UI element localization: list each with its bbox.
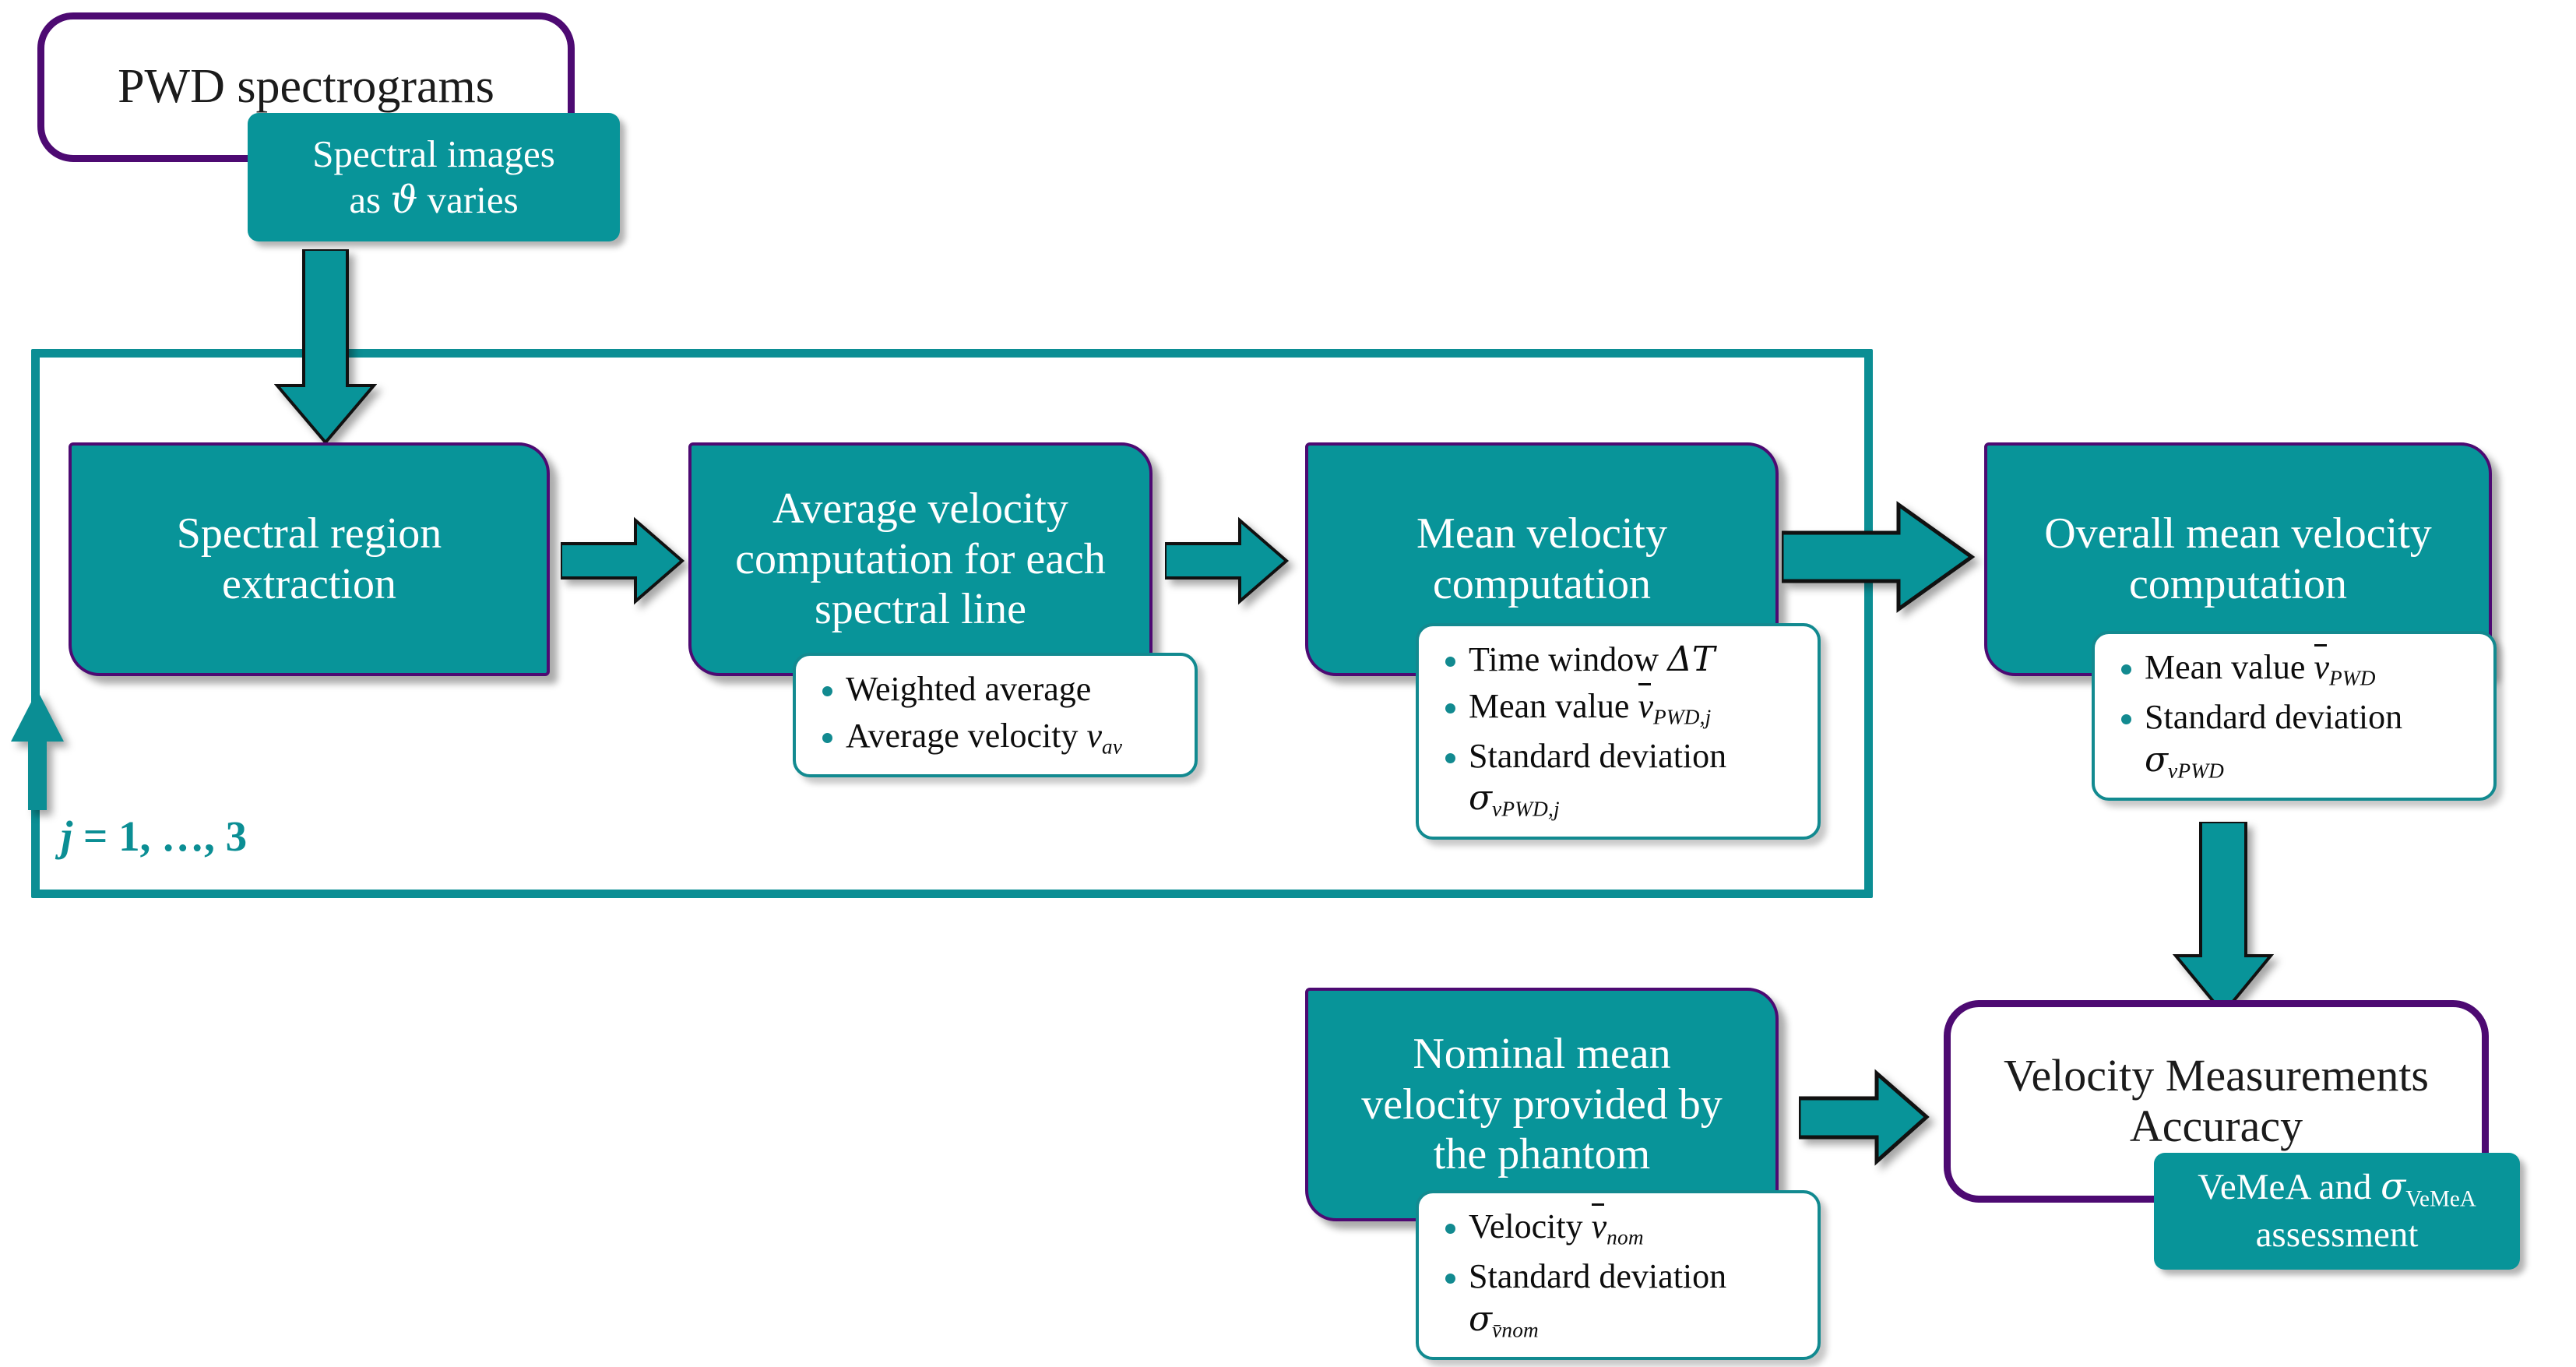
step2-line3: spectral line — [814, 585, 1027, 634]
sigma-symbol: σ — [1469, 1298, 1493, 1339]
nominal-line1: Nominal mean — [1413, 1029, 1671, 1078]
note-step3-item-2: Mean value vPWD,j — [1434, 683, 1800, 731]
note-step3-continuation: σvPWD,j — [1434, 778, 1800, 822]
end-chip-line1: VeMeA and σVeMeA — [2198, 1165, 2476, 1212]
loop-variable: j — [61, 812, 73, 860]
v-bar-symbol: v — [1592, 1203, 1606, 1248]
note-nominal: Velocity vnom Standard deviation σv̄nom — [1416, 1190, 1821, 1361]
arrow-up-loopback — [11, 690, 64, 810]
v-bar-symbol: v — [1638, 683, 1653, 728]
process-average-velocity-computation: Average velocity computation for each sp… — [688, 442, 1153, 676]
start-chip-line2: as ϑ varies — [349, 177, 519, 222]
start-terminator-label: PWD spectrograms — [118, 60, 494, 114]
v-bar-subscript: PWD,j — [1653, 705, 1712, 729]
sigma-symbol: σ — [1469, 778, 1493, 819]
step1-line1: Spectral region — [176, 509, 442, 558]
sigma-subscript: vPWD,j — [1492, 798, 1560, 822]
arrow-down-step4-end — [2173, 822, 2274, 1016]
theta-symbol: ϑ — [390, 177, 418, 222]
arrow-right-step2-step3 — [1165, 516, 1290, 605]
sigma-subscript: nom — [1501, 1318, 1539, 1342]
sigma-subscript-v: v̄ — [1492, 1318, 1502, 1342]
step2-line1: Average velocity — [772, 484, 1068, 533]
note-step3: Time window ΔT Mean value vPWD,j Standar… — [1416, 623, 1821, 840]
note-step2-item-2: Average velocity vav — [811, 715, 1177, 760]
v-symbol: v — [1086, 716, 1103, 755]
arrow-down-start — [274, 249, 377, 444]
process-spectral-region-extraction: Spectral region extraction — [69, 442, 550, 676]
note-nominal-item-1: Velocity vnom — [1434, 1203, 1800, 1251]
step1-line2: extraction — [222, 560, 396, 608]
end-terminator-line1: Velocity Measurements — [2003, 1050, 2429, 1101]
v-bar-symbol: v — [2314, 644, 2329, 689]
loop-iteration-label: j = 1, …, 3 — [61, 812, 247, 861]
step3-line2: computation — [1433, 560, 1651, 608]
step4-line2: computation — [2129, 560, 2347, 608]
arrow-right-step1-step2 — [561, 516, 685, 605]
loop-frame — [31, 349, 1873, 898]
note-nominal-item-2: Standard deviation — [1434, 1256, 1800, 1298]
sigma-symbol: σ — [2145, 739, 2169, 780]
delta-t-symbol: ΔT — [1667, 639, 1716, 679]
note-step4-item-2: Standard deviation — [2110, 696, 2476, 738]
sigma-symbol: σ — [2381, 1165, 2406, 1209]
step3-line1: Mean velocity — [1416, 509, 1667, 558]
note-step3-item-1: Time window ΔT — [1434, 639, 1800, 681]
note-step4: Mean value vPWD Standard deviation σvPWD — [2092, 631, 2497, 802]
end-chip-line2: assessment — [2255, 1214, 2419, 1256]
v-subscript: av — [1102, 735, 1123, 759]
loop-range: = 1, …, 3 — [72, 812, 248, 860]
arrow-right-step3-step4 — [1782, 501, 1976, 613]
sigma-subscript: VeMeA — [2405, 1186, 2476, 1212]
nominal-line2: velocity provided by — [1361, 1080, 1723, 1129]
start-chip-spectral-images: Spectral images as ϑ varies — [248, 113, 620, 241]
note-nominal-continuation: σv̄nom — [1434, 1299, 1800, 1343]
v-bar-subscript: PWD — [2329, 666, 2376, 690]
end-terminator-line2: Accuracy — [2129, 1101, 2303, 1151]
end-chip-vemea-assessment: VeMeA and σVeMeA assessment — [2154, 1153, 2520, 1270]
step4-line1: Overall mean velocity — [2044, 509, 2432, 558]
nominal-line3: the phantom — [1433, 1130, 1651, 1179]
note-step2: Weighted average Average velocity vav — [793, 653, 1198, 777]
sigma-subscript: vPWD — [2168, 759, 2225, 783]
arrow-right-nominal-end — [1799, 1069, 1930, 1166]
note-step3-item-3: Standard deviation — [1434, 735, 1800, 777]
note-step4-item-1: Mean value vPWD — [2110, 644, 2476, 692]
v-bar-subscript: nom — [1606, 1225, 1644, 1249]
note-step4-continuation: σvPWD — [2110, 740, 2476, 784]
process-nominal-mean-velocity: Nominal mean velocity provided by the ph… — [1305, 988, 1779, 1221]
step2-line2: computation for each — [735, 534, 1106, 583]
note-step2-item-1: Weighted average — [811, 668, 1177, 710]
start-chip-line1: Spectral images — [312, 132, 555, 175]
